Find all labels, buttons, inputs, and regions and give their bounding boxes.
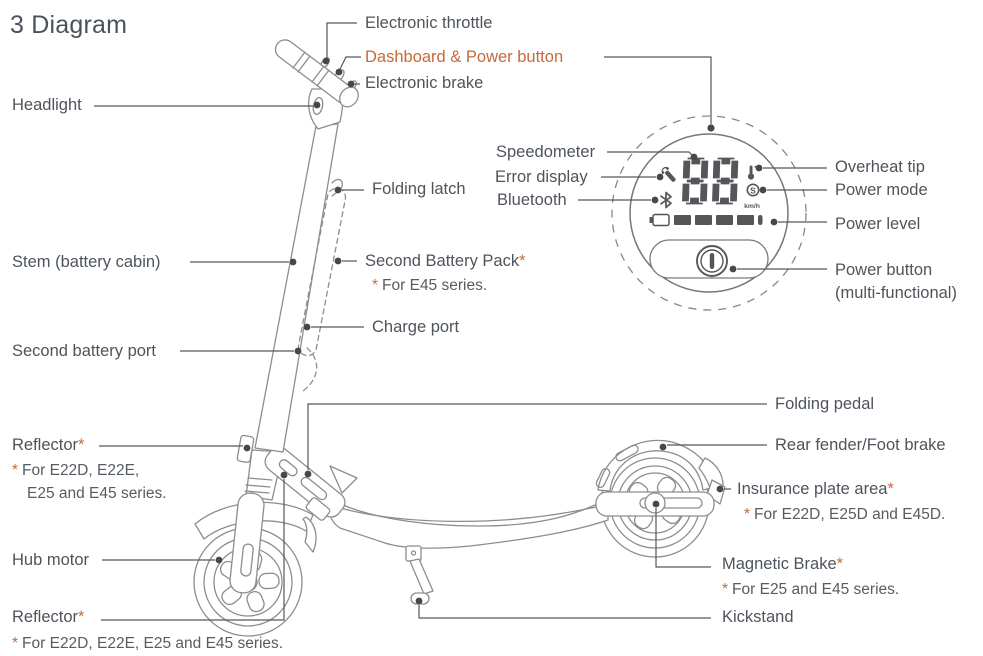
label-reflector-rear: Reflector*	[12, 608, 85, 626]
label-headlight: Headlight	[12, 96, 82, 114]
power-button-illustration	[649, 239, 769, 279]
front-fork	[229, 449, 284, 594]
kickstand-illustration	[405, 545, 434, 605]
label-speedometer: Speedometer	[496, 143, 596, 161]
label-rear-fender-foot-brake: Rear fender/Foot brake	[775, 436, 946, 454]
label-dashboard-power-button: Dashboard & Power button	[365, 48, 564, 66]
label-folding-pedal: Folding pedal	[775, 395, 875, 413]
bluetooth-icon	[660, 191, 672, 209]
label-second-battery-port: Second battery port	[12, 342, 157, 360]
speed-unit: km/h	[744, 203, 760, 210]
folding-pedal-tip	[329, 465, 358, 494]
label-power-level: Power level	[835, 215, 921, 233]
speed-display: 88	[680, 156, 740, 206]
note-insurance-plate-area: *For E22D, E25D and E45D.	[744, 506, 946, 523]
page-title: 3 Diagram	[10, 11, 128, 39]
note-reflector-front-line2: E25 and E45 series.	[27, 485, 167, 502]
handlebar	[274, 39, 359, 130]
label-overheat-tip: Overheat tip	[835, 158, 925, 176]
label-error-display: Error display	[495, 168, 588, 186]
label-electronic-brake: Electronic brake	[365, 74, 484, 92]
stem-illustration	[254, 123, 339, 453]
label-insurance-plate-area: Insurance plate area*	[737, 480, 894, 498]
label-power-button: Power button (multi-functional)	[835, 261, 957, 302]
overheat-thermometer-icon	[747, 165, 756, 180]
power-mode-letter: S	[750, 185, 756, 195]
power-mode-icon: S	[746, 183, 760, 197]
label-reflector-front: Reflector*	[12, 436, 85, 454]
bar-end-cap	[339, 86, 359, 108]
dashboard-inset: 88 S km/h	[611, 115, 807, 311]
error-wrench-icon	[661, 166, 676, 182]
label-kickstand: Kickstand	[722, 608, 794, 626]
note-magnetic-brake: *For E25 and E45 series.	[722, 581, 900, 598]
label-hub-motor: Hub motor	[12, 551, 90, 569]
label-charge-port: Charge port	[372, 318, 460, 336]
note-reflector-front-line1: *For E22D, E22E,	[12, 462, 140, 479]
label-electronic-throttle: Electronic throttle	[365, 14, 493, 32]
battery-icon	[652, 213, 670, 227]
power-level-bar	[649, 213, 763, 227]
dashboard-outer-dashed-circle	[611, 115, 807, 311]
note-reflector-rear: *For E22D, E22E, E25 and E45 series.	[12, 635, 284, 652]
label-magnetic-brake: Magnetic Brake*	[722, 555, 844, 573]
scooter-illustration	[193, 39, 726, 637]
label-stem: Stem (battery cabin)	[12, 253, 161, 271]
label-power-mode: Power mode	[835, 181, 928, 199]
note-second-battery-pack: *For E45 series.	[372, 277, 488, 294]
callout-dots	[215, 57, 778, 605]
label-second-battery-pack: Second Battery Pack*	[365, 252, 526, 270]
label-bluetooth: Bluetooth	[497, 191, 567, 209]
label-folding-latch: Folding latch	[372, 180, 466, 198]
folding-mechanism	[264, 446, 358, 521]
